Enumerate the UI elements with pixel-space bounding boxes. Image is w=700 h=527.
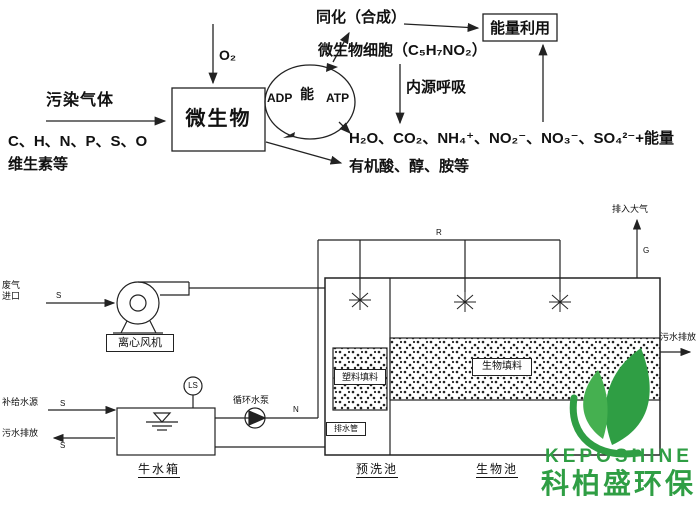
- logo-name-en: KEPOSHINE: [545, 446, 693, 467]
- bio-packing-label: 生物填料: [472, 358, 532, 376]
- gas-inlet-label: 废气进口: [2, 280, 21, 301]
- sewage-discharge-left-label: 污水排放: [2, 428, 39, 438]
- water-tank-outline: [116, 407, 216, 456]
- fan-label: 离心风机: [106, 334, 174, 352]
- energy-char-label: 能: [300, 86, 314, 102]
- atp-cycle-arrowheads: [283, 63, 338, 138]
- level-switch-icon: [183, 376, 203, 408]
- fan-icon: [113, 281, 190, 334]
- level-switch-label: LS: [188, 381, 198, 390]
- pipe-mark-drain: S: [60, 441, 66, 450]
- energy-use-box: [482, 13, 558, 42]
- pipe-mark-inlet: S: [56, 291, 62, 300]
- to-energy-use-arrow: [403, 22, 480, 32]
- water-level-icon: [146, 412, 178, 431]
- pipe-mark-makeup: S: [60, 399, 66, 408]
- water-tank-label: 牛水箱: [138, 462, 181, 479]
- microbe-box-label: 微生物: [185, 108, 252, 130]
- to-assimilation-arrow: [332, 31, 350, 63]
- to-products-arrow: [338, 121, 351, 134]
- circulation-pump-label: 循环水泵: [233, 395, 270, 405]
- plastic-packing-label: 塑料填料: [334, 369, 386, 385]
- spray-nozzles: [349, 290, 571, 312]
- sewage-discharge-right-label: 污水排放: [660, 332, 697, 342]
- exhaust-label: 排入大气: [612, 204, 649, 214]
- makeup-water-label: 补给水源: [2, 397, 39, 407]
- elements-label: C、H、N、P、S、O: [8, 133, 148, 150]
- logo-name-cn: 科柏盛环保: [541, 468, 697, 499]
- atp-cycle: [264, 64, 356, 140]
- logo-leaf-icon: [569, 348, 650, 458]
- assimilation-label: 同化（合成）: [316, 9, 407, 26]
- adp-label: ADP: [267, 91, 293, 105]
- drain-pipe-label: 排水管: [326, 422, 366, 436]
- microbe-box: [171, 87, 266, 152]
- pipe-mark-manifold: R: [436, 228, 442, 237]
- microbial-cells-label: 微生物细胞（C₅H₇NO₂）: [318, 42, 487, 59]
- endogenous-respiration-label: 内源呼吸: [406, 79, 467, 96]
- prewash-tank-label: 预洗池: [356, 462, 399, 479]
- pipe-mark-stack: G: [643, 246, 650, 255]
- vitamins-label: 维生素等: [8, 156, 69, 173]
- polluted-gas-label: 污染气体: [46, 92, 115, 109]
- o2-label: O₂: [219, 47, 237, 63]
- products-label: H₂O、CO₂、NH₄⁺、NO₂⁻、NO₃⁻、SO₄²⁻+能量: [349, 130, 674, 147]
- atp-label: ATP: [326, 91, 350, 105]
- pipe-mark-pump-line: N: [293, 405, 299, 414]
- bio-tank-label: 生物池: [476, 462, 519, 479]
- organics-label: 有机酸、醇、胺等: [349, 158, 470, 175]
- top-flow-lines: [46, 13, 558, 165]
- pump-icon: [244, 407, 267, 429]
- to-organics-arrow: [265, 141, 343, 165]
- energy-utilization-label: 能量利用: [489, 20, 550, 37]
